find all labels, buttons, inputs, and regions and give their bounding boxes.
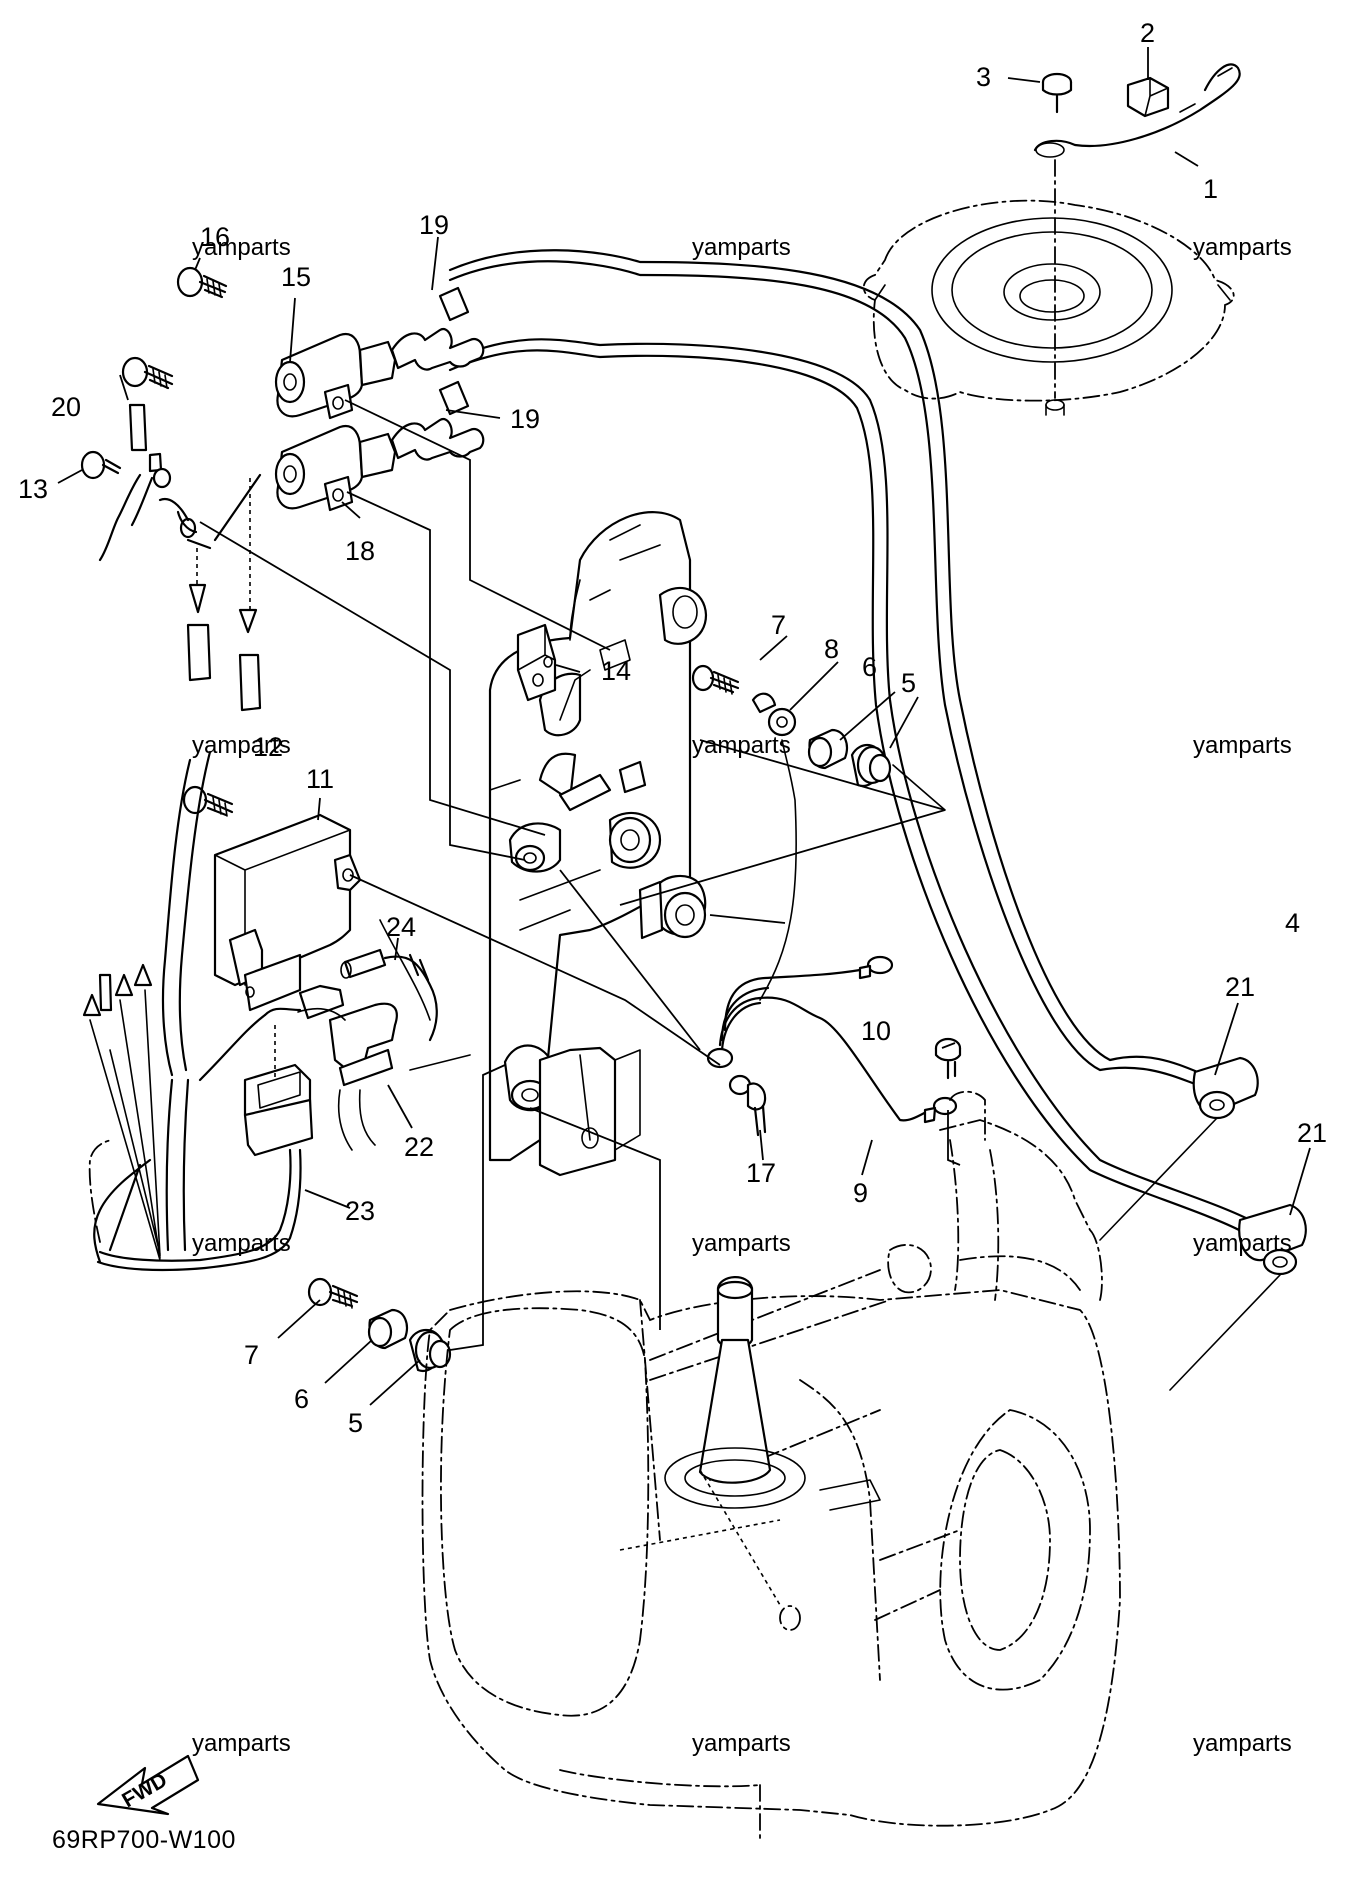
callout-23: 23 xyxy=(345,1196,376,1226)
callout-1: 1 xyxy=(1203,174,1219,204)
part-1-terminal-lead xyxy=(1033,63,1241,158)
part-6-collar-upper xyxy=(807,728,849,770)
diagram-code: 69RP700-W100 xyxy=(52,1826,236,1854)
watermark: yamparts xyxy=(692,1230,791,1257)
callout-17: 17 xyxy=(746,1158,777,1188)
callout-24: 24 xyxy=(386,912,417,942)
callout-21-lower: 21 xyxy=(1297,1118,1328,1148)
part-17-bolt xyxy=(728,1074,767,1137)
part-7-bolt-lower xyxy=(307,1277,359,1309)
callout-4: 4 xyxy=(1285,908,1301,938)
part-4-lead xyxy=(706,955,894,1069)
part-5-grommet-upper xyxy=(850,744,946,811)
part-12-bolt xyxy=(182,785,234,817)
part-7-bolt-upper xyxy=(691,664,740,695)
watermark: yamparts xyxy=(692,234,791,261)
callout-12: 12 xyxy=(253,732,284,762)
callout-3: 3 xyxy=(976,62,992,92)
watermark: yamparts xyxy=(192,1230,291,1257)
callout-14: 14 xyxy=(601,656,632,686)
watermark: yamparts xyxy=(692,1730,791,1757)
part-9-ground-lead xyxy=(718,996,958,1124)
part-4-module xyxy=(638,874,707,940)
callout-19-lower: 19 xyxy=(510,404,541,434)
callout-6-upper: 6 xyxy=(862,652,878,682)
stator-plate-drawing xyxy=(862,159,1235,416)
callout-5-lower: 5 xyxy=(348,1408,364,1438)
callout-2: 2 xyxy=(1140,18,1156,48)
assembly-lines xyxy=(199,399,961,1351)
part-13-bolt xyxy=(80,450,122,480)
part-15-ignition-coil xyxy=(274,286,485,420)
callout-20: 20 xyxy=(51,392,82,422)
callout-21-upper: 21 xyxy=(1225,972,1256,1002)
part-2-connector xyxy=(1126,76,1170,118)
callout-7-lower: 7 xyxy=(244,1340,260,1370)
part-14-grommet xyxy=(516,623,557,702)
coil-ground-leads xyxy=(98,403,262,562)
callout-13: 13 xyxy=(18,474,49,504)
fwd-arrow-icon: FWD xyxy=(96,1754,200,1816)
watermark: yamparts xyxy=(1193,1230,1292,1257)
callout-5-upper: 5 xyxy=(901,668,917,698)
part-6-collar-lower xyxy=(367,1308,409,1350)
main-harness xyxy=(82,750,302,1264)
watermark: yamparts xyxy=(192,732,291,759)
part-20-bolt xyxy=(121,356,174,390)
part-18-ignition-coil xyxy=(274,380,485,512)
part-16-bolt xyxy=(176,266,228,299)
callout-7-upper: 7 xyxy=(771,610,787,640)
watermark: yamparts xyxy=(1193,1730,1292,1757)
callout-16: 16 xyxy=(200,222,231,252)
part-8-washer-upper xyxy=(751,692,797,737)
callout-18: 18 xyxy=(345,536,376,566)
watermark: yamparts xyxy=(1193,234,1292,261)
part-22-connector xyxy=(328,1002,471,1151)
part-11-cdi-unit xyxy=(213,813,362,1012)
watermark: yamparts xyxy=(1193,732,1292,759)
part-24-connector xyxy=(298,948,438,1042)
watermark: yamparts xyxy=(192,1730,291,1757)
callout-leaders xyxy=(57,47,1311,1406)
callout-10: 10 xyxy=(861,1016,892,1046)
electrical-bracket xyxy=(488,511,708,1177)
callout-22: 22 xyxy=(404,1132,435,1162)
coil-wire-terminals xyxy=(186,478,262,712)
callout-15: 15 xyxy=(281,262,312,292)
watermark: yamparts xyxy=(692,732,791,759)
callout-11: 11 xyxy=(306,764,335,794)
watermark: yamparts xyxy=(192,234,291,261)
engine-block-drawing xyxy=(421,1090,1121,1841)
callout-9: 9 xyxy=(853,1178,869,1208)
part-3-screw xyxy=(1041,72,1073,114)
callout-6-lower: 6 xyxy=(294,1384,310,1414)
part-23-connector xyxy=(96,1063,314,1272)
callout-8: 8 xyxy=(824,634,840,664)
callout-19-upper: 19 xyxy=(419,210,450,240)
high-tension-cables xyxy=(448,249,1307,1391)
